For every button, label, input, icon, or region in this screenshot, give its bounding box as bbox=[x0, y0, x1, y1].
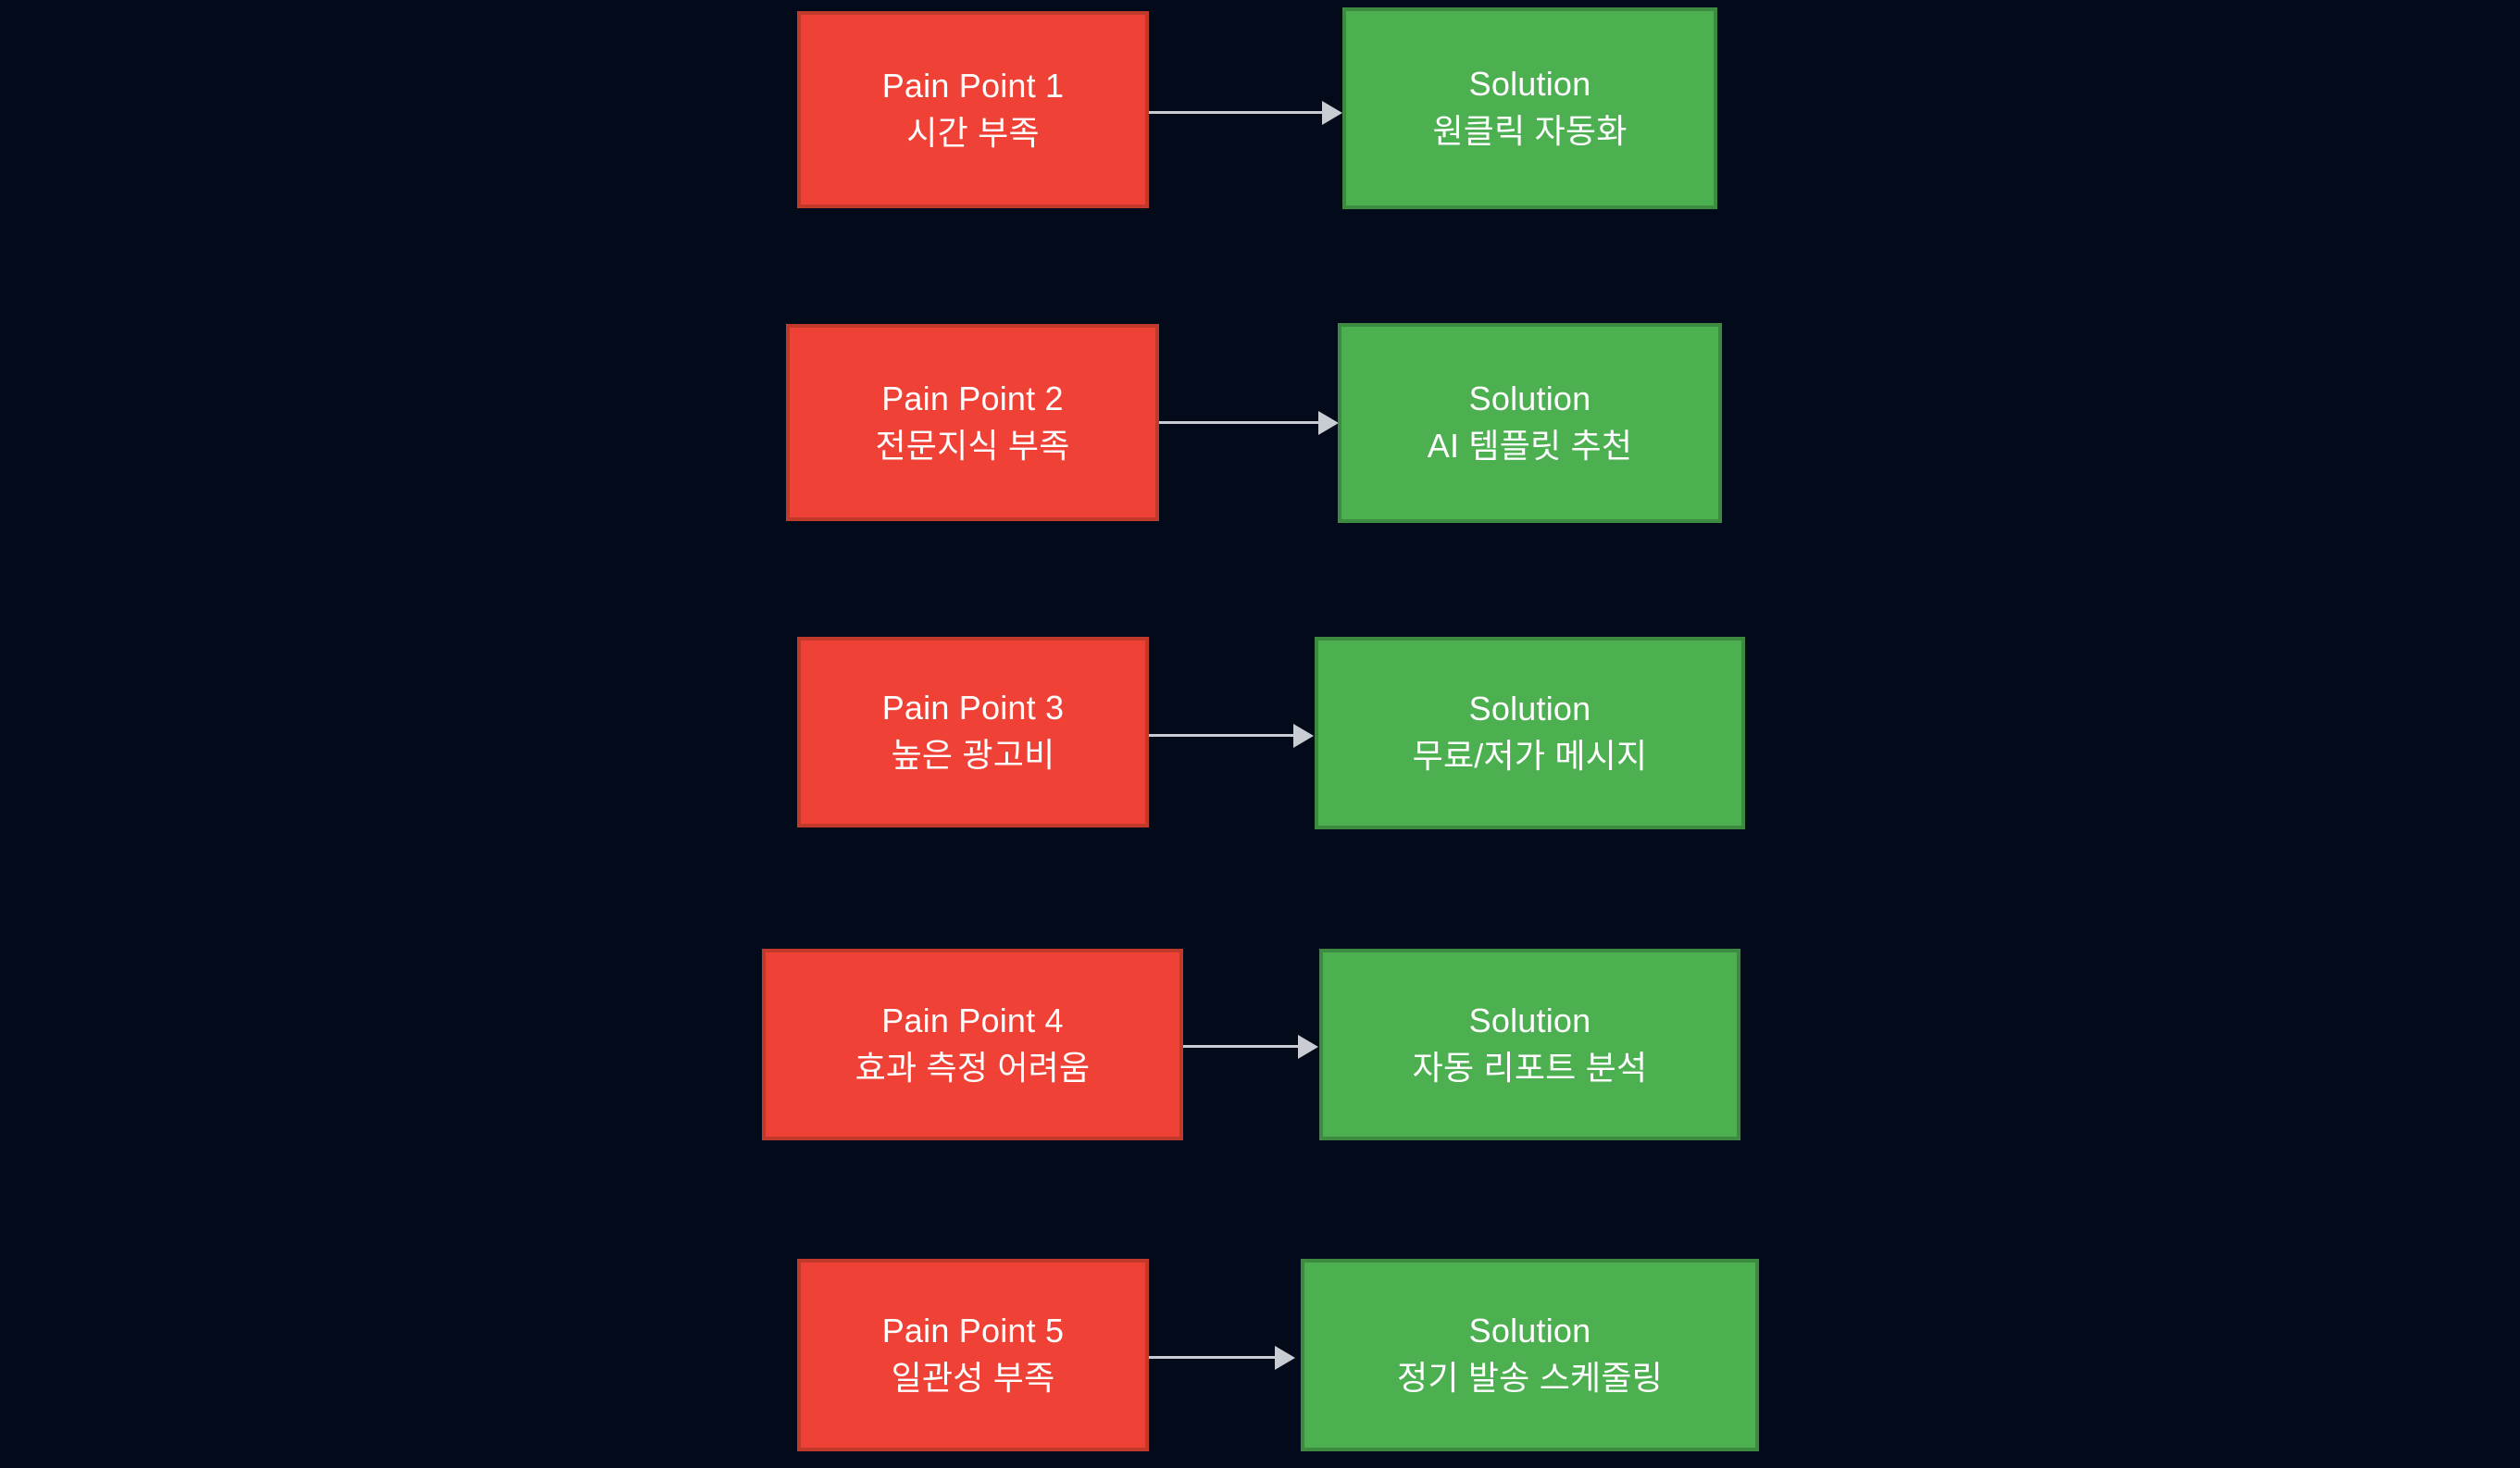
edge-arrowhead-2 bbox=[1318, 411, 1339, 435]
pain-point-node-1[interactable]: Pain Point 1 시간 부족 bbox=[797, 11, 1149, 208]
edge-line-4 bbox=[1183, 1045, 1302, 1048]
solution-node-1[interactable]: Solution 원클릭 자동화 bbox=[1342, 7, 1717, 209]
pain-point-title-3: Pain Point 3 bbox=[881, 689, 1065, 728]
solution-detail-4: 자동 리포트 분석 bbox=[1412, 1048, 1648, 1087]
pain-point-detail-2: 전문지식 부족 bbox=[875, 426, 1070, 465]
edge-line-1 bbox=[1149, 111, 1329, 114]
solution-title-4: Solution bbox=[1468, 1001, 1591, 1039]
solution-detail-2: AI 템플릿 추천 bbox=[1427, 427, 1633, 465]
pain-point-node-3[interactable]: Pain Point 3 높은 광고비 bbox=[797, 637, 1149, 827]
pain-point-node-4[interactable]: Pain Point 4 효과 측정 어려움 bbox=[762, 949, 1183, 1140]
solution-title-1: Solution bbox=[1468, 65, 1591, 104]
pain-point-detail-1: 시간 부족 bbox=[906, 113, 1040, 152]
pain-point-title-2: Pain Point 2 bbox=[881, 379, 1064, 417]
pain-point-detail-3: 높은 광고비 bbox=[891, 736, 1055, 774]
edge-line-5 bbox=[1149, 1356, 1279, 1359]
pain-point-title-1: Pain Point 1 bbox=[881, 66, 1065, 105]
pain-point-node-2[interactable]: Pain Point 2 전문지식 부족 bbox=[786, 324, 1159, 521]
pain-point-detail-5: 일관성 부족 bbox=[891, 1359, 1055, 1397]
solution-detail-3: 무료/저가 메시지 bbox=[1412, 737, 1648, 775]
solution-detail-1: 원클릭 자동화 bbox=[1432, 112, 1628, 150]
solution-node-5[interactable]: Solution 정기 발송 스케줄링 bbox=[1301, 1259, 1759, 1451]
edge-line-2 bbox=[1159, 421, 1326, 424]
pain-point-detail-4: 효과 측정 어려움 bbox=[855, 1048, 1091, 1087]
pain-point-title-5: Pain Point 5 bbox=[881, 1312, 1065, 1350]
edge-line-3 bbox=[1149, 734, 1297, 737]
edge-arrowhead-5 bbox=[1275, 1346, 1295, 1370]
edge-arrowhead-1 bbox=[1322, 101, 1342, 125]
solution-node-4[interactable]: Solution 자동 리포트 분석 bbox=[1319, 949, 1740, 1140]
edge-arrowhead-4 bbox=[1298, 1035, 1318, 1059]
solution-title-2: Solution bbox=[1468, 379, 1591, 418]
solution-node-3[interactable]: Solution 무료/저가 메시지 bbox=[1315, 637, 1745, 829]
solution-title-5: Solution bbox=[1468, 1312, 1591, 1350]
edge-arrowhead-3 bbox=[1293, 724, 1314, 748]
solution-node-2[interactable]: Solution AI 템플릿 추천 bbox=[1338, 323, 1722, 523]
pain-point-node-5[interactable]: Pain Point 5 일관성 부족 bbox=[797, 1259, 1149, 1451]
solution-title-3: Solution bbox=[1468, 690, 1591, 728]
solution-detail-5: 정기 발송 스케줄링 bbox=[1397, 1359, 1663, 1397]
pain-point-title-4: Pain Point 4 bbox=[881, 1001, 1064, 1039]
